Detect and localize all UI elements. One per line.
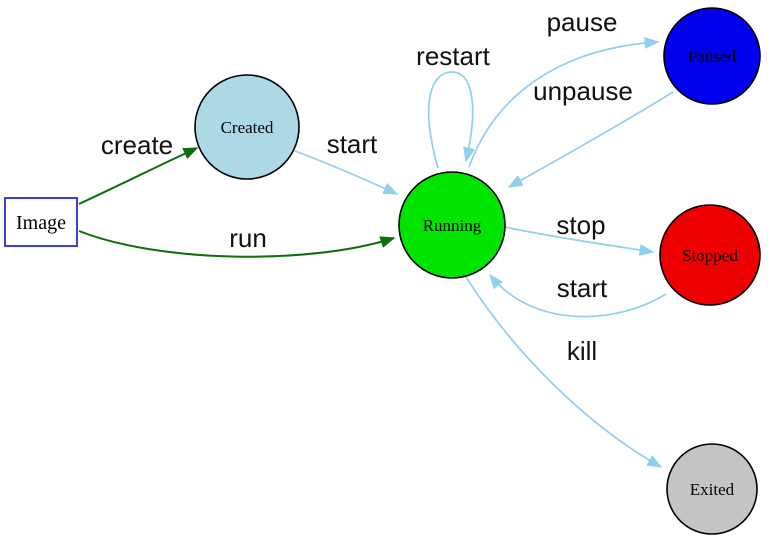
edge-run-label: run bbox=[229, 223, 267, 253]
node-created-circle bbox=[194, 74, 300, 180]
edge-create-path bbox=[78, 147, 199, 205]
edge-pause-path bbox=[468, 36, 660, 168]
edge-kill-label: kill bbox=[567, 336, 597, 366]
edge-unpause-path bbox=[507, 91, 674, 188]
node-paused-circle bbox=[663, 7, 761, 105]
node-image-label: Image bbox=[16, 212, 66, 234]
edge-pause-label: pause bbox=[547, 7, 618, 37]
edge-start-path bbox=[294, 150, 399, 195]
node-paused-label: Paused bbox=[688, 47, 737, 66]
node-stopped-circle bbox=[659, 204, 761, 306]
edge-restart-label: restart bbox=[416, 41, 490, 71]
node-exited-label: Exited bbox=[690, 480, 735, 499]
edge-unpause-label: unpause bbox=[533, 76, 633, 106]
edge-start-from-stopped-label: start bbox=[557, 273, 608, 303]
edge-kill-path bbox=[465, 276, 663, 468]
edge-restart-path bbox=[427, 71, 475, 169]
node-created-label: Created bbox=[221, 118, 274, 137]
node-running-label: Running bbox=[423, 216, 482, 235]
edge-stop-path bbox=[504, 226, 655, 256]
edge-start-from-stopped-path bbox=[489, 273, 667, 318]
edge-run-path bbox=[78, 230, 396, 258]
node-exited-circle bbox=[666, 443, 758, 535]
edge-create-label: create bbox=[101, 130, 173, 160]
node-stopped-label: Stopped bbox=[682, 246, 738, 265]
edge-stop-label: stop bbox=[556, 210, 605, 240]
node-image-box bbox=[4, 197, 78, 247]
node-running-circle bbox=[398, 171, 506, 279]
edge-start-label: start bbox=[327, 129, 378, 159]
